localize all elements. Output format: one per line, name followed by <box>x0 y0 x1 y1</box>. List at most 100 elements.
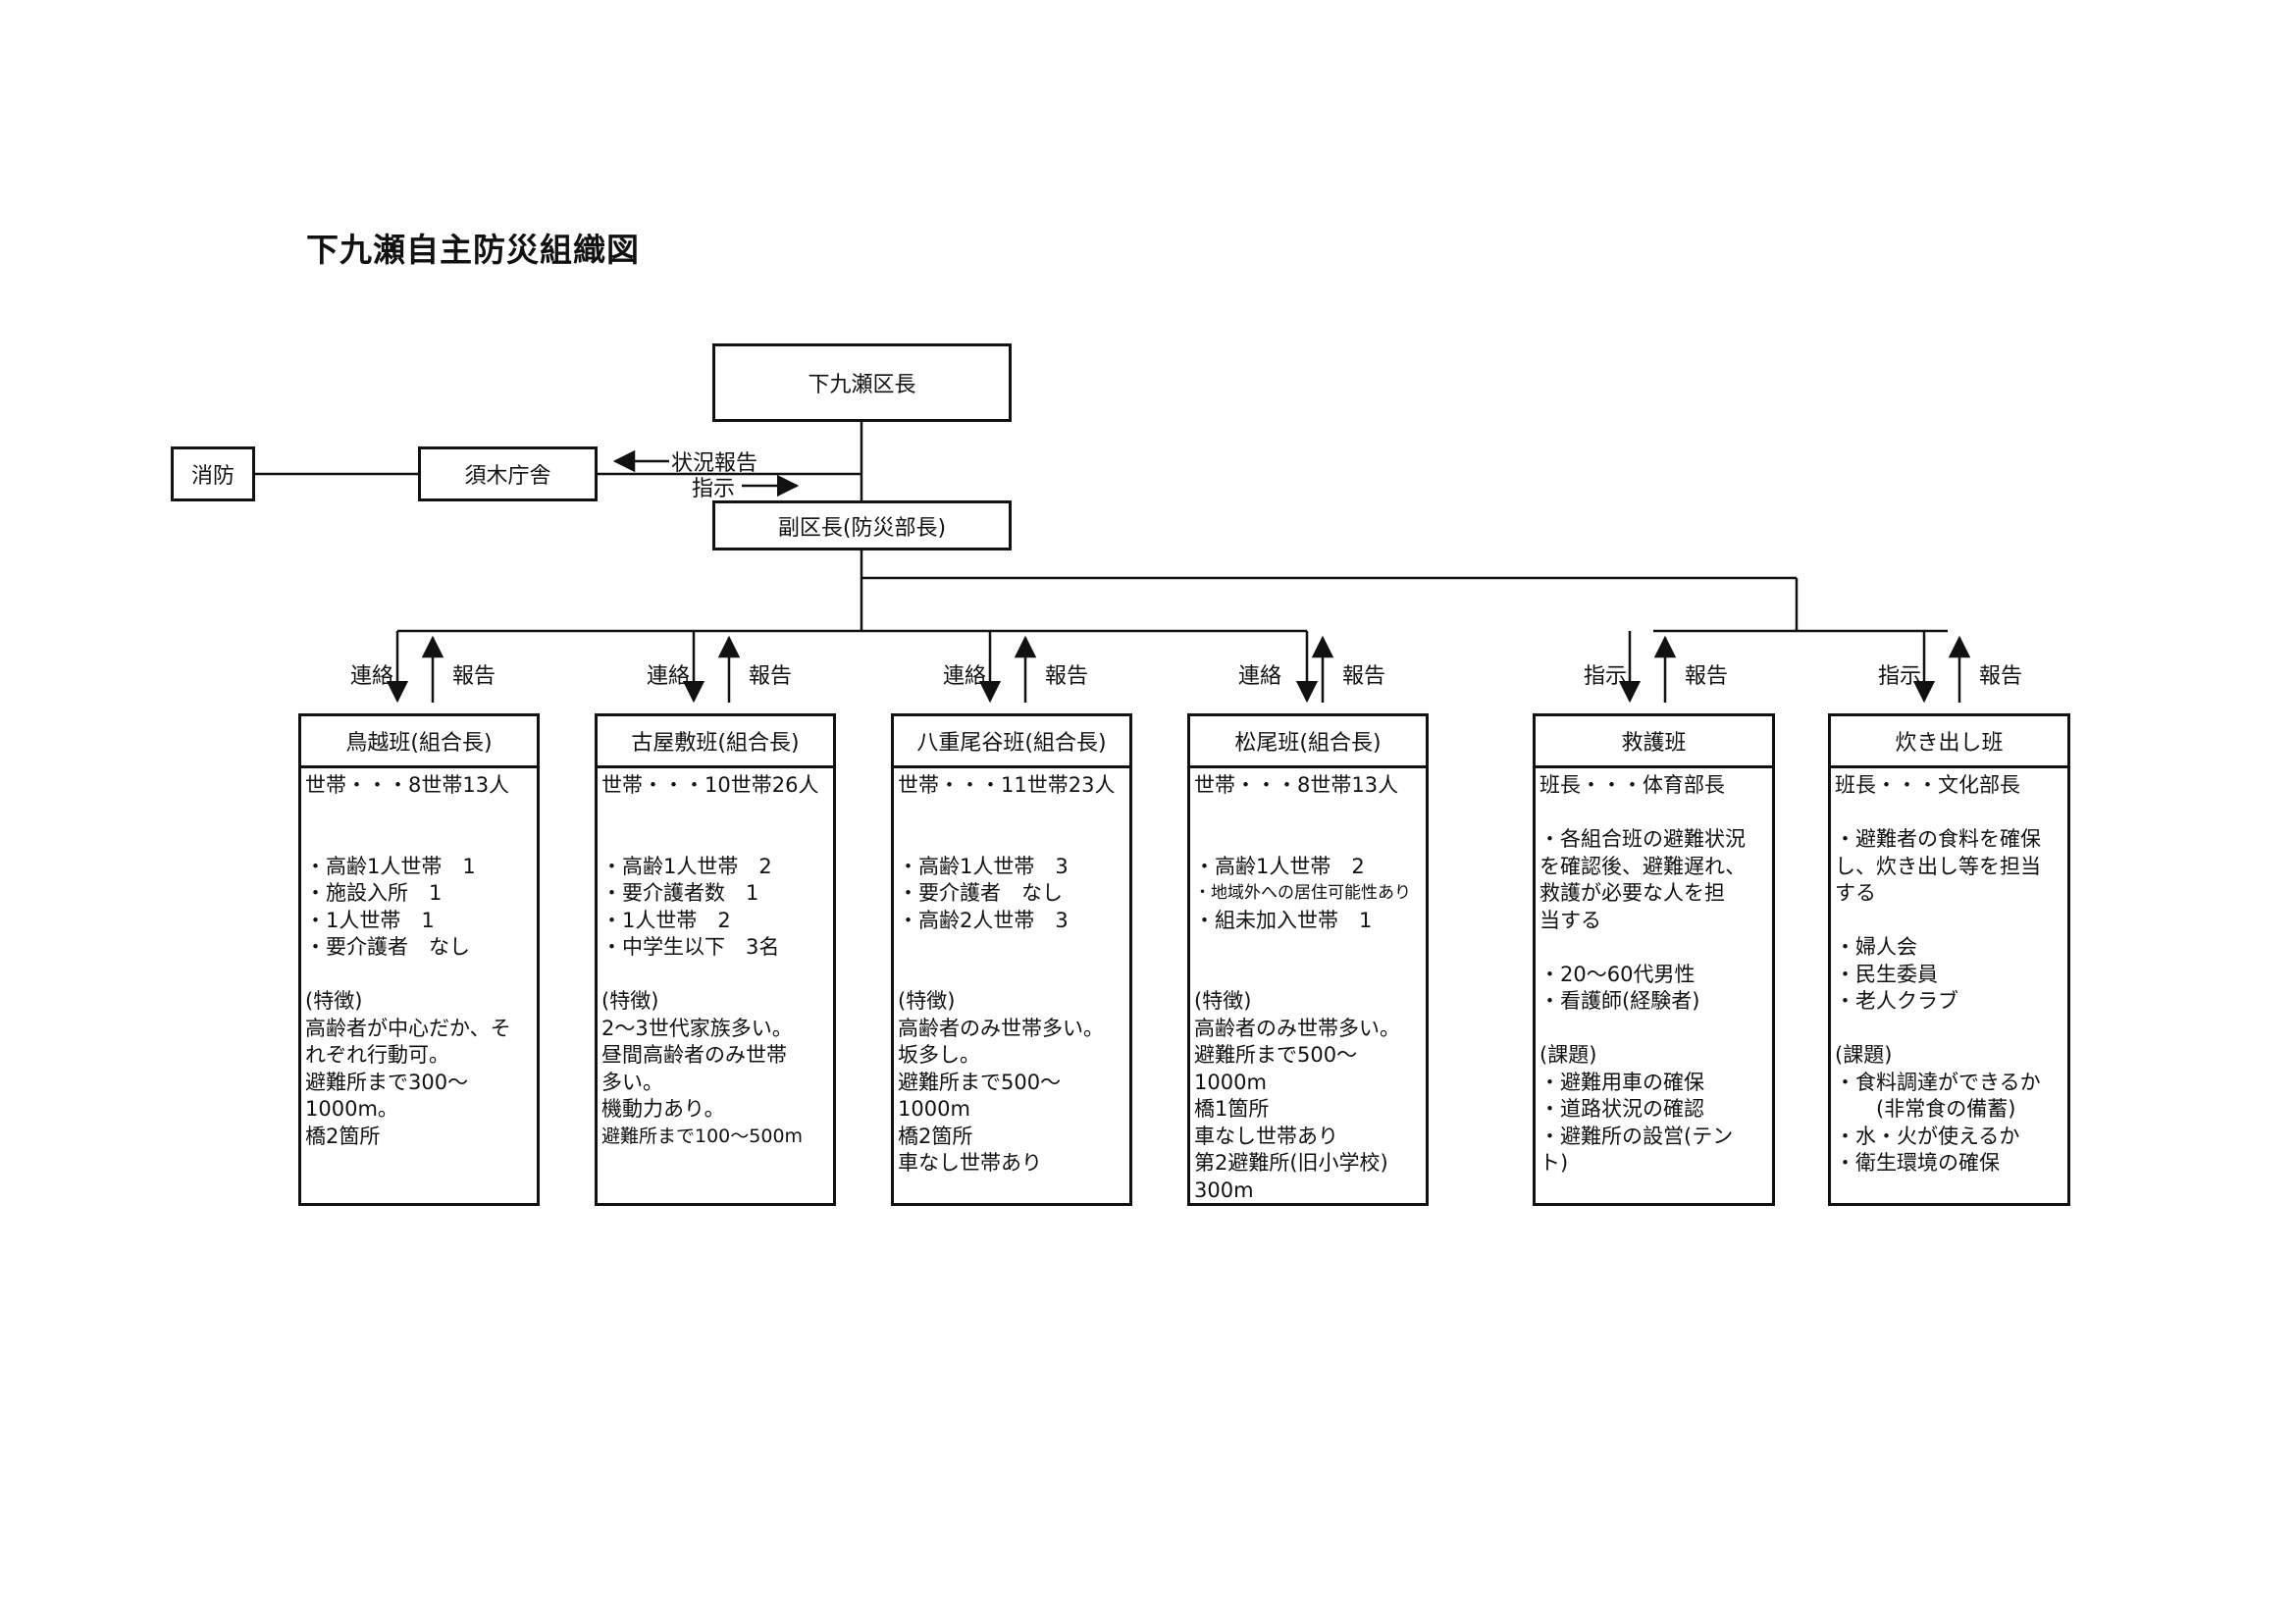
unit-line: 避難所まで100～500m <box>601 1125 804 1147</box>
unit-body: 世帯・・・8世帯13人 ・高齢1人世帯 2 ・地域外への居住可能性あり ・組未加… <box>1190 768 1426 1204</box>
unit-line: 世帯・・・10世帯26人 <box>601 773 819 797</box>
unit-line: 高齢者が中心だか、そ <box>305 1016 511 1040</box>
unit-line: (特徴) <box>898 989 956 1013</box>
houkoku-label-5: 報告 <box>1685 664 1729 689</box>
unit-line: 世帯・・・8世帯13人 <box>305 773 510 797</box>
unit-line: (特徴) <box>305 989 363 1013</box>
unit-line: ・高齢1人世帯 1 <box>305 854 476 878</box>
unit-line: ト) <box>1539 1151 1569 1175</box>
unit-line <box>305 800 533 827</box>
fire-box: 消防 <box>171 446 255 501</box>
unit-line <box>898 800 1125 827</box>
unit-line <box>1194 800 1422 827</box>
office-label: 須木庁舎 <box>464 464 551 489</box>
unit-line: ・避難用車の確保 <box>1539 1070 1704 1094</box>
unit-title: 炊き出し班 <box>1831 716 2067 768</box>
houkoku-label-1: 報告 <box>452 664 496 689</box>
houkoku-label-4: 報告 <box>1342 664 1386 689</box>
unit-line: 避難所まで500～ <box>898 1070 1062 1094</box>
unit-line: 1000m <box>1194 1070 1267 1094</box>
unit-panel-matsuo: 松尾班(組合長) 世帯・・・8世帯13人 ・高齢1人世帯 2 ・地域外への居住可… <box>1187 713 1429 1206</box>
unit-line: ・20～60代男性 <box>1539 962 1696 986</box>
unit-line: (課題) <box>1835 1043 1893 1067</box>
renraku-label-2: 連絡 <box>647 664 691 689</box>
unit-line: ・要介護者 なし <box>898 881 1063 905</box>
unit-line <box>601 962 829 989</box>
unit-line: 第2避難所(旧小学校) <box>1194 1151 1388 1175</box>
unit-line: ・避難所の設営(テン <box>1539 1124 1734 1148</box>
unit-body: 世帯・・・10世帯26人 ・高齢1人世帯 2 ・要介護者数 1 ・1人世帯 2 … <box>598 768 833 1150</box>
unit-line: 300m <box>1194 1178 1254 1202</box>
unit-panel-yaeodani: 八重尾谷班(組合長) 世帯・・・11世帯23人 ・高齢1人世帯 3 ・要介護者 … <box>891 713 1132 1206</box>
unit-line <box>305 962 533 989</box>
unit-line: ・1人世帯 1 <box>305 908 435 932</box>
unit-line: 1000m <box>898 1097 970 1121</box>
unit-line: 2～3世代家族多い。 <box>601 1016 793 1040</box>
unit-line <box>1835 1016 2063 1043</box>
unit-panel-cooking: 炊き出し班 班長・・・文化部長 ・避難者の食料を確保 し、炊き出し等を担当 する… <box>1828 713 2070 1206</box>
unit-body: 世帯・・・8世帯13人 ・高齢1人世帯 1 ・施設入所 1 ・1人世帯 1 ・要… <box>301 768 537 1150</box>
instruction-label: 指示 <box>692 477 736 501</box>
unit-line: ・組未加入世帯 1 <box>1194 908 1373 932</box>
unit-title: 八重尾谷班(組合長) <box>894 716 1129 768</box>
renraku-label-3: 連絡 <box>943 664 987 689</box>
status-report-label: 状況報告 <box>671 451 758 476</box>
renraku-label-4: 連絡 <box>1238 664 1282 689</box>
unit-line: ・各組合班の避難状況 <box>1539 827 1746 851</box>
unit-line: ・老人クラブ <box>1835 989 1958 1013</box>
head-box: 下九瀬区長 <box>712 343 1012 422</box>
unit-line: 避難所まで300～ <box>305 1070 469 1094</box>
unit-line: (特徴) <box>1194 989 1252 1013</box>
unit-line: れぞれ行動可。 <box>305 1043 449 1067</box>
unit-line: (非常食の備蓄) <box>1835 1097 2016 1121</box>
shiji-label-6: 指示 <box>1878 664 1922 689</box>
unit-line: 班長・・・体育部長 <box>1539 773 1725 797</box>
unit-line: 高齢者のみ世帯多い。 <box>1194 1016 1400 1040</box>
unit-line: ・高齢2人世帯 3 <box>898 908 1069 932</box>
unit-line: ・1人世帯 2 <box>601 908 731 932</box>
unit-line <box>305 826 533 854</box>
unit-line: 橋2箇所 <box>305 1124 381 1148</box>
unit-panel-furuyashiki: 古屋敷班(組合長) 世帯・・・10世帯26人 ・高齢1人世帯 2 ・要介護者数 … <box>595 713 836 1206</box>
unit-line: ・要介護者 なし <box>305 935 470 959</box>
renraku-label-1: 連絡 <box>350 664 394 689</box>
unit-line: ・高齢1人世帯 2 <box>1194 854 1365 878</box>
unit-line <box>898 962 1125 989</box>
office-box: 須木庁舎 <box>418 446 598 501</box>
unit-line: 当する <box>1539 908 1601 932</box>
unit-body: 班長・・・文化部長 ・避難者の食料を確保 し、炊き出し等を担当 する ・婦人会 … <box>1831 768 2067 1178</box>
houkoku-label-3: 報告 <box>1045 664 1089 689</box>
unit-line: を確認後、避難遅れ、 <box>1539 854 1747 878</box>
unit-title: 松尾班(組合長) <box>1190 716 1426 768</box>
unit-line: 世帯・・・11世帯23人 <box>898 773 1116 797</box>
unit-line <box>898 934 1125 962</box>
unit-line: ・婦人会 <box>1835 935 1917 959</box>
unit-line: ・食料調達ができるか <box>1835 1070 2041 1094</box>
unit-line <box>1539 800 1768 827</box>
unit-line <box>601 826 829 854</box>
unit-line <box>898 826 1125 854</box>
unit-line: ・民生委員 <box>1835 962 1938 986</box>
unit-line: 避難所まで500～ <box>1194 1043 1358 1067</box>
unit-line: ・水・火が使えるか <box>1835 1124 2020 1148</box>
unit-line: する <box>1835 881 1876 905</box>
houkoku-label-2: 報告 <box>749 664 793 689</box>
unit-line: 1000m。 <box>305 1097 398 1121</box>
unit-line: ・要介護者数 1 <box>601 881 759 905</box>
unit-line <box>1194 934 1422 962</box>
fire-label: 消防 <box>190 464 235 489</box>
unit-line: ・看護師(経験者) <box>1539 989 1700 1013</box>
unit-line: (特徴) <box>601 989 659 1013</box>
unit-line: ・衛生環境の確保 <box>1835 1151 2000 1175</box>
unit-body: 世帯・・・11世帯23人 ・高齢1人世帯 3 ・要介護者 なし ・高齢2人世帯 … <box>894 768 1129 1178</box>
unit-line: 高齢者のみ世帯多い。 <box>898 1016 1104 1040</box>
unit-line <box>601 800 829 827</box>
deputy-box: 副区長(防災部長) <box>712 500 1012 550</box>
unit-line <box>1835 800 2063 827</box>
unit-line <box>1539 934 1768 962</box>
deputy-label: 副区長(防災部長) <box>777 515 947 541</box>
unit-panel-aid: 救護班 班長・・・体育部長 ・各組合班の避難状況 を確認後、避難遅れ、 救護が必… <box>1533 713 1775 1206</box>
unit-line: 昼間高齢者のみ世帯 <box>601 1043 787 1067</box>
unit-line: ・地域外への居住可能性あり <box>1194 883 1411 903</box>
